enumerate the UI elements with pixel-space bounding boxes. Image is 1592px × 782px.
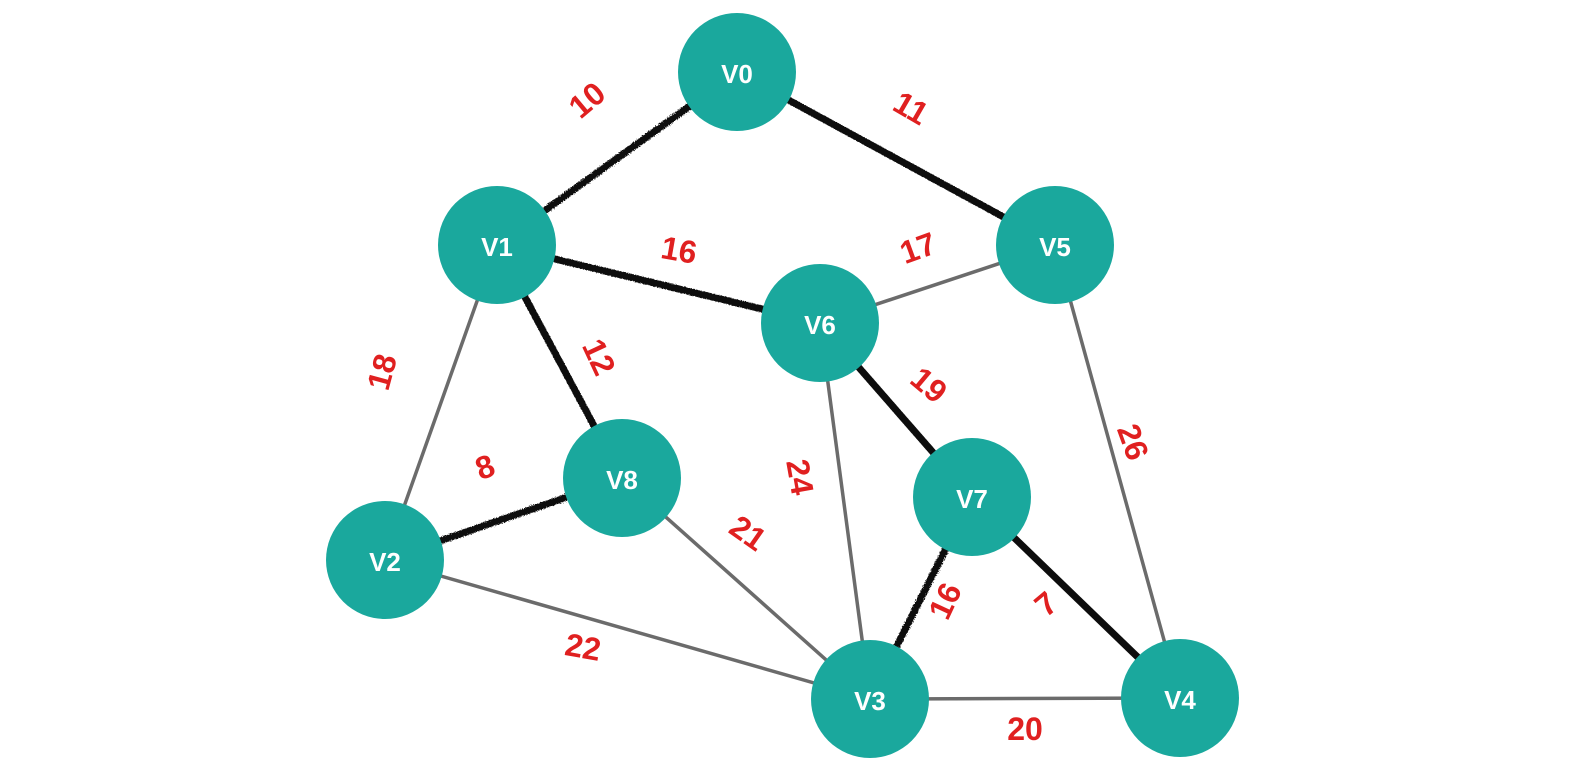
- node-v2: V2: [326, 501, 444, 619]
- edge-v2-v3: [383, 558, 872, 701]
- node-v6: V6: [761, 264, 879, 382]
- node-circle: [563, 419, 681, 537]
- node-circle: [1121, 639, 1239, 757]
- edge-weight-v0-v1: 10: [562, 75, 612, 125]
- node-v5: V5: [996, 186, 1114, 304]
- node-circle: [913, 438, 1031, 556]
- node-label: V4: [1164, 685, 1196, 715]
- node-circle: [761, 264, 879, 382]
- node-v8: V8: [563, 419, 681, 537]
- node-circle: [996, 186, 1114, 304]
- node-v1: V1: [438, 186, 556, 304]
- node-v0: V0: [678, 13, 796, 131]
- edge-v5-v4: [1053, 243, 1182, 700]
- edge-weight-v1-v8: 12: [575, 333, 623, 380]
- edge-weight-v2-v8: 8: [470, 447, 499, 487]
- edge-v0-v5: [733, 68, 1059, 249]
- edge-v6-v3: [818, 321, 872, 701]
- edge-weight-v2-v3: 22: [562, 626, 603, 668]
- node-v4: V4: [1121, 639, 1239, 757]
- node-circle: [438, 186, 556, 304]
- edge-weight-v5-v6: 17: [895, 225, 941, 271]
- edge-weight-v5-v4: 26: [1110, 419, 1156, 465]
- edge-weight-v1-v6: 16: [658, 229, 699, 271]
- edge-weight-v6-v3: 24: [779, 456, 821, 498]
- edge-weight-v0-v5: 11: [887, 84, 934, 132]
- node-label: V3: [854, 686, 886, 716]
- node-label: V6: [804, 310, 836, 340]
- node-label: V5: [1039, 232, 1071, 262]
- node-circle: [326, 501, 444, 619]
- node-v7: V7: [913, 438, 1031, 556]
- node-v3: V3: [811, 640, 929, 758]
- edge-weight-v8-v3: 21: [723, 508, 773, 558]
- node-circle: [811, 640, 929, 758]
- edges-layer: [381, 68, 1184, 703]
- node-label: V1: [481, 232, 513, 262]
- edge-weight-v3-v4: 20: [1007, 711, 1043, 747]
- edge-weight-v1-v2: 18: [360, 350, 404, 394]
- node-label: V0: [721, 59, 753, 89]
- node-label: V2: [369, 547, 401, 577]
- edge-weight-v7-v4: 7: [1028, 584, 1065, 623]
- node-circle: [678, 13, 796, 131]
- edge-weight-v6-v7: 19: [904, 360, 954, 410]
- node-label: V7: [956, 484, 988, 514]
- node-label: V8: [606, 465, 638, 495]
